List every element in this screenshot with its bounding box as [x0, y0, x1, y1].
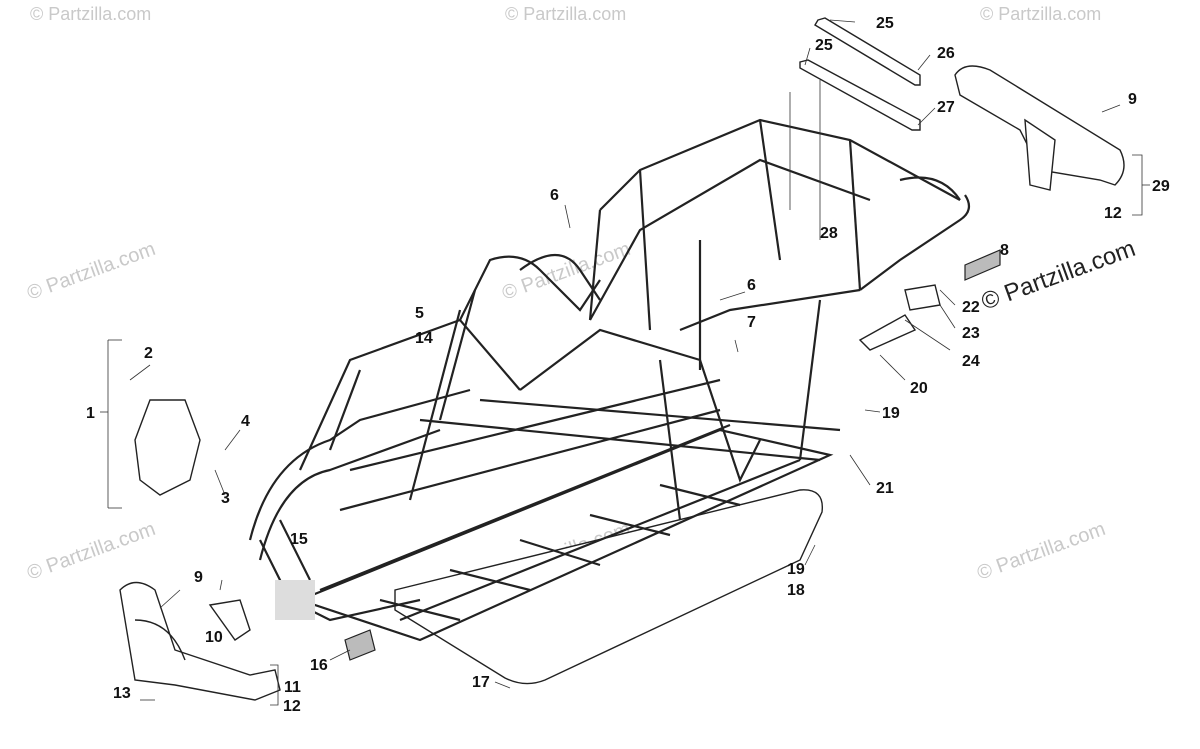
callout-1: 1	[86, 405, 95, 422]
callout-8: 8	[1000, 242, 1009, 259]
watermark: © Partzilla.com	[24, 518, 158, 585]
headlight-assembly	[134, 399, 201, 496]
callout-9: 9	[1128, 91, 1137, 108]
callout-19: 19	[787, 561, 805, 578]
front-bumper	[119, 581, 281, 701]
callout-14: 14	[415, 330, 433, 347]
bracket-23	[904, 284, 941, 311]
callout-19: 19	[882, 405, 900, 422]
watermark: © Partzilla.com	[980, 4, 1101, 24]
callout-5: 5	[415, 305, 424, 322]
callout-26: 26	[937, 45, 955, 62]
front-bumper-bracket	[208, 599, 251, 641]
callout-28: 28	[820, 225, 838, 242]
callout-21: 21	[876, 480, 894, 497]
callout-12: 12	[1104, 205, 1122, 222]
callout-20: 20	[910, 380, 928, 397]
callout-16: 16	[310, 657, 328, 674]
callout-6: 6	[747, 277, 756, 294]
mesh-panel	[964, 249, 1001, 281]
mount-16	[344, 629, 376, 661]
watermark: © Partzilla.com	[974, 518, 1108, 585]
watermark: © Partzilla.com	[505, 4, 626, 24]
callout-13: 13	[113, 685, 131, 702]
rear-plate-26	[814, 17, 921, 86]
callout-23: 23	[962, 325, 980, 342]
callout-17: 17	[472, 674, 490, 691]
callout-27: 27	[937, 99, 955, 116]
callout-7: 7	[747, 314, 756, 331]
rear-plate-27	[799, 59, 921, 131]
skid-plate	[394, 489, 824, 685]
leader-lines	[100, 19, 1150, 706]
callout-2: 2	[144, 345, 153, 362]
frame-assembly	[248, 118, 971, 642]
callout-12: 12	[283, 698, 301, 715]
callout-9: 9	[194, 569, 203, 586]
callout-15: 15	[290, 531, 308, 548]
callout-25: 25	[876, 15, 894, 32]
callout-6: 6	[550, 187, 559, 204]
rear-bumper	[954, 65, 1125, 186]
watermark: © Partzilla.com	[24, 238, 158, 305]
callout-11: 11	[284, 679, 301, 696]
callout-4: 4	[241, 413, 250, 430]
callout-29: 29	[1152, 178, 1170, 195]
shield-20	[858, 314, 917, 351]
callout-24: 24	[962, 353, 980, 370]
callout-10: 10	[205, 629, 223, 646]
callout-22: 22	[962, 299, 980, 316]
callout-3: 3	[221, 490, 230, 507]
callout-25: 25	[815, 37, 833, 54]
callout-18: 18	[787, 582, 805, 599]
watermark: © Partzilla.com	[499, 238, 633, 305]
watermark: © Partzilla.com	[30, 4, 151, 24]
callouts: 1 2 3 4 5 6 6 7 8 9 9 10 11 12 12 13 14 …	[86, 15, 1170, 715]
